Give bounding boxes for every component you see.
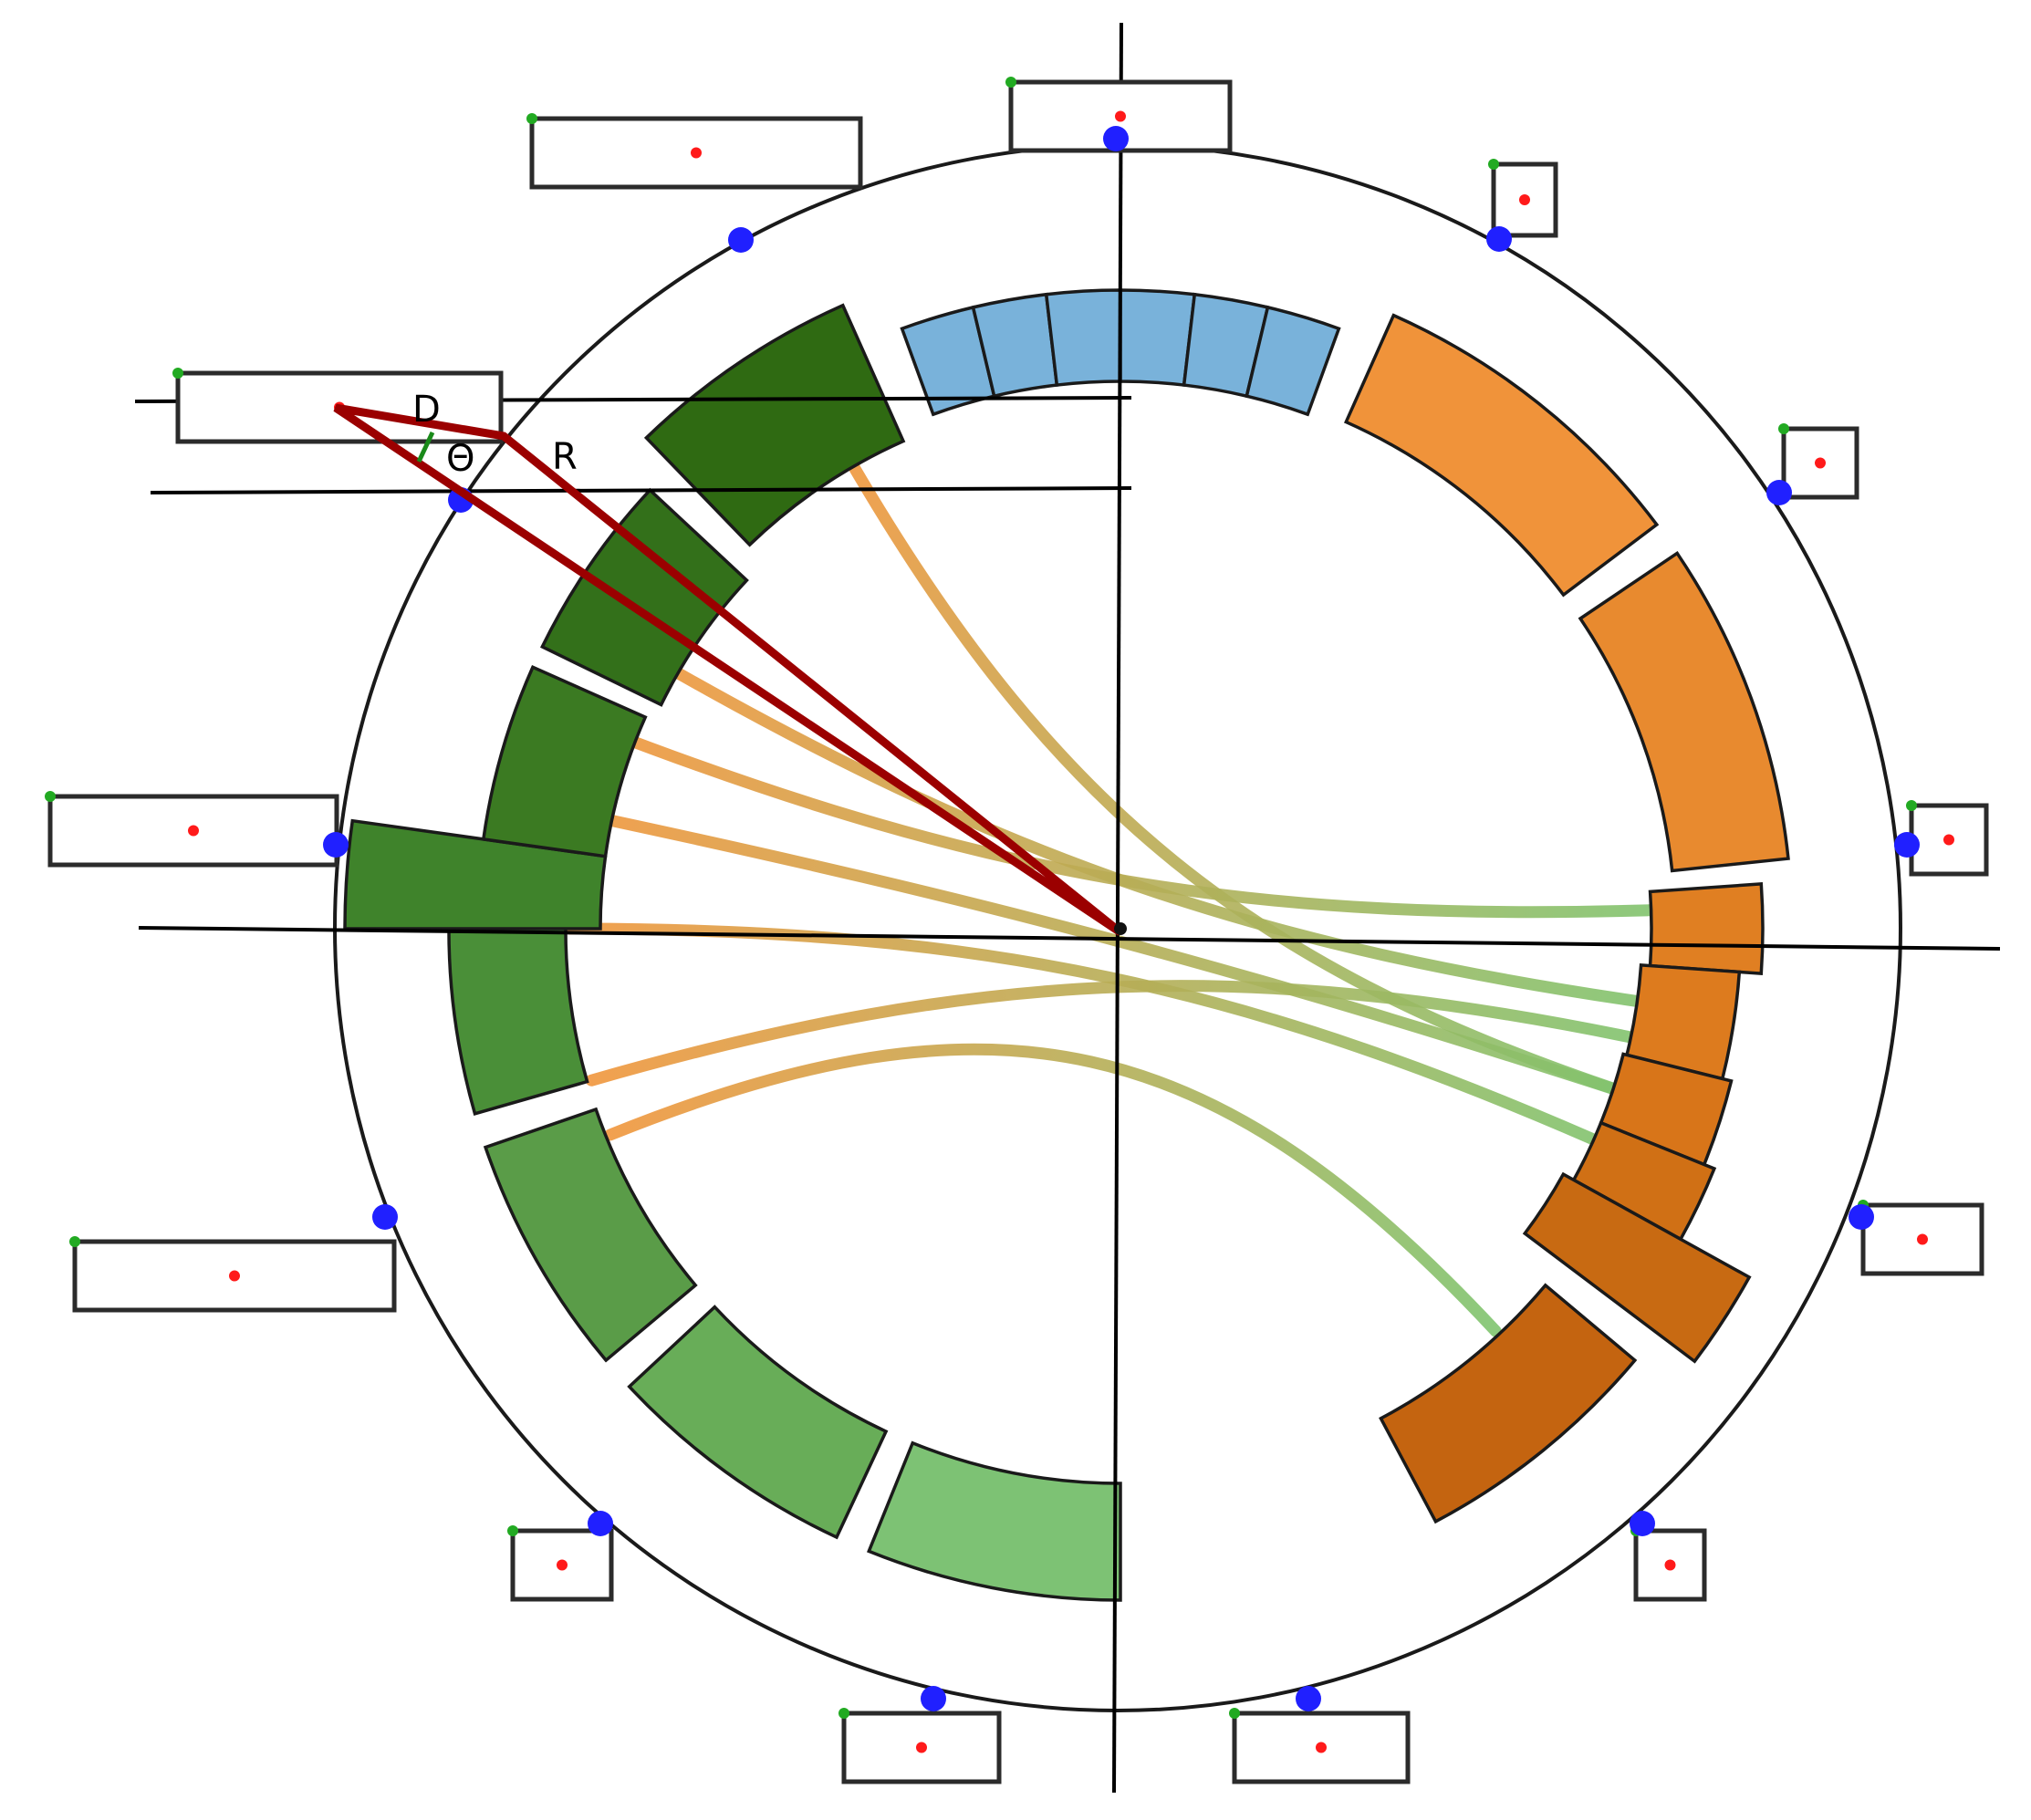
ring-segments — [343, 288, 1790, 1602]
green-segment-1 — [867, 1440, 1122, 1602]
orange-segment-2 — [1578, 551, 1790, 873]
red-center-dot-icon — [1316, 1742, 1327, 1753]
red-center-dot-icon — [691, 147, 702, 159]
green-segment-3 — [483, 1107, 698, 1363]
green-corner-dot-icon — [1906, 800, 1917, 811]
center-point — [1114, 922, 1127, 935]
blue-anchor-dot-icon — [1103, 126, 1129, 151]
red-center-dot-icon — [188, 825, 199, 837]
red-center-dot-icon — [1815, 457, 1826, 469]
red-center-dot-icon — [1917, 1233, 1928, 1245]
label-box-3 — [1486, 159, 1558, 252]
green-corner-dot-icon — [526, 113, 537, 124]
vertical-axis — [1112, 22, 1123, 1794]
angle-leader-line — [416, 431, 435, 463]
red-center-dot-icon — [557, 1559, 568, 1571]
green-segment-8 — [643, 303, 906, 547]
green-corner-dot-icon — [1488, 159, 1499, 170]
green-segment-2 — [627, 1305, 889, 1540]
red-center-dot-icon — [229, 1270, 240, 1282]
blue-anchor-dot-icon — [921, 1686, 946, 1711]
green-corner-dot-icon — [69, 1236, 80, 1247]
blue-anchor-dot-icon — [1486, 226, 1512, 252]
label-boxes — [45, 77, 1989, 1784]
chord-4 — [576, 808, 1650, 1105]
orange-segment-3 — [1648, 882, 1765, 975]
label-box-10 — [507, 1511, 614, 1602]
chord-5 — [564, 922, 1630, 1159]
blue-anchor-dot-icon — [1849, 1204, 1874, 1230]
reference-line-lower — [150, 486, 1132, 494]
label-box-2 — [526, 113, 863, 253]
red-center-dot-icon — [1943, 834, 1954, 846]
label-d: D — [412, 389, 441, 431]
construction-triangle: D Θ R — [333, 389, 1127, 936]
green-corner-dot-icon — [507, 1525, 518, 1536]
horizontal-axis — [138, 926, 2001, 951]
chord-7 — [585, 980, 1665, 1087]
green-corner-dot-icon — [1229, 1708, 1240, 1719]
label-box-5 — [1766, 423, 1859, 505]
chord-6 — [604, 1043, 1502, 1337]
axis-lines — [134, 22, 2001, 1794]
orange-segment-8 — [1379, 1283, 1638, 1524]
blue-anchor-dot-icon — [588, 1511, 613, 1536]
red-center-dot-icon — [916, 1742, 927, 1753]
green-segment-6 — [481, 664, 648, 858]
label-box-frame — [1909, 803, 1989, 877]
label-box-13 — [1229, 1686, 1411, 1784]
blue-anchor-dot-icon — [1766, 480, 1792, 505]
red-center-dot-icon — [1664, 1559, 1676, 1571]
label-box-1 — [1005, 77, 1233, 153]
label-box-9 — [1849, 1200, 1984, 1276]
red-center-dot-icon — [1519, 194, 1530, 205]
green-corner-dot-icon — [172, 368, 183, 379]
blue-anchor-dot-icon — [1296, 1686, 1321, 1711]
label-box-12 — [838, 1686, 1002, 1784]
chord-1 — [839, 446, 1650, 1105]
blue-segment-3 — [1044, 288, 1122, 387]
blue-segment-4 — [1119, 288, 1197, 387]
label-box-7 — [1894, 800, 1989, 877]
blue-anchor-dot-icon — [1894, 832, 1920, 858]
blue-anchor-dot-icon — [1630, 1511, 1655, 1536]
blue-segment-6 — [1245, 305, 1341, 417]
label-box-8 — [69, 1204, 398, 1313]
label-box-frame — [510, 1528, 614, 1602]
green-corner-dot-icon — [1005, 77, 1016, 88]
orange-segment-1 — [1343, 313, 1660, 598]
orange-segment-7 — [1522, 1171, 1752, 1364]
green-corner-dot-icon — [838, 1708, 849, 1719]
blue-anchor-dot-icon — [323, 832, 349, 858]
red-center-dot-icon — [1115, 110, 1126, 122]
green-corner-dot-icon — [45, 791, 56, 802]
triangle-inner-edge — [502, 434, 1122, 934]
label-r: R — [552, 436, 578, 478]
green-segment-7 — [540, 487, 749, 707]
label-box-11 — [1630, 1511, 1707, 1602]
chord-links — [564, 446, 1677, 1337]
chord-3 — [600, 725, 1677, 919]
label-theta: Θ — [446, 438, 474, 480]
green-corner-dot-icon — [1778, 423, 1789, 434]
label-box-6 — [45, 791, 349, 868]
blue-anchor-dot-icon — [372, 1204, 398, 1230]
blue-anchor-dot-icon — [728, 227, 754, 253]
